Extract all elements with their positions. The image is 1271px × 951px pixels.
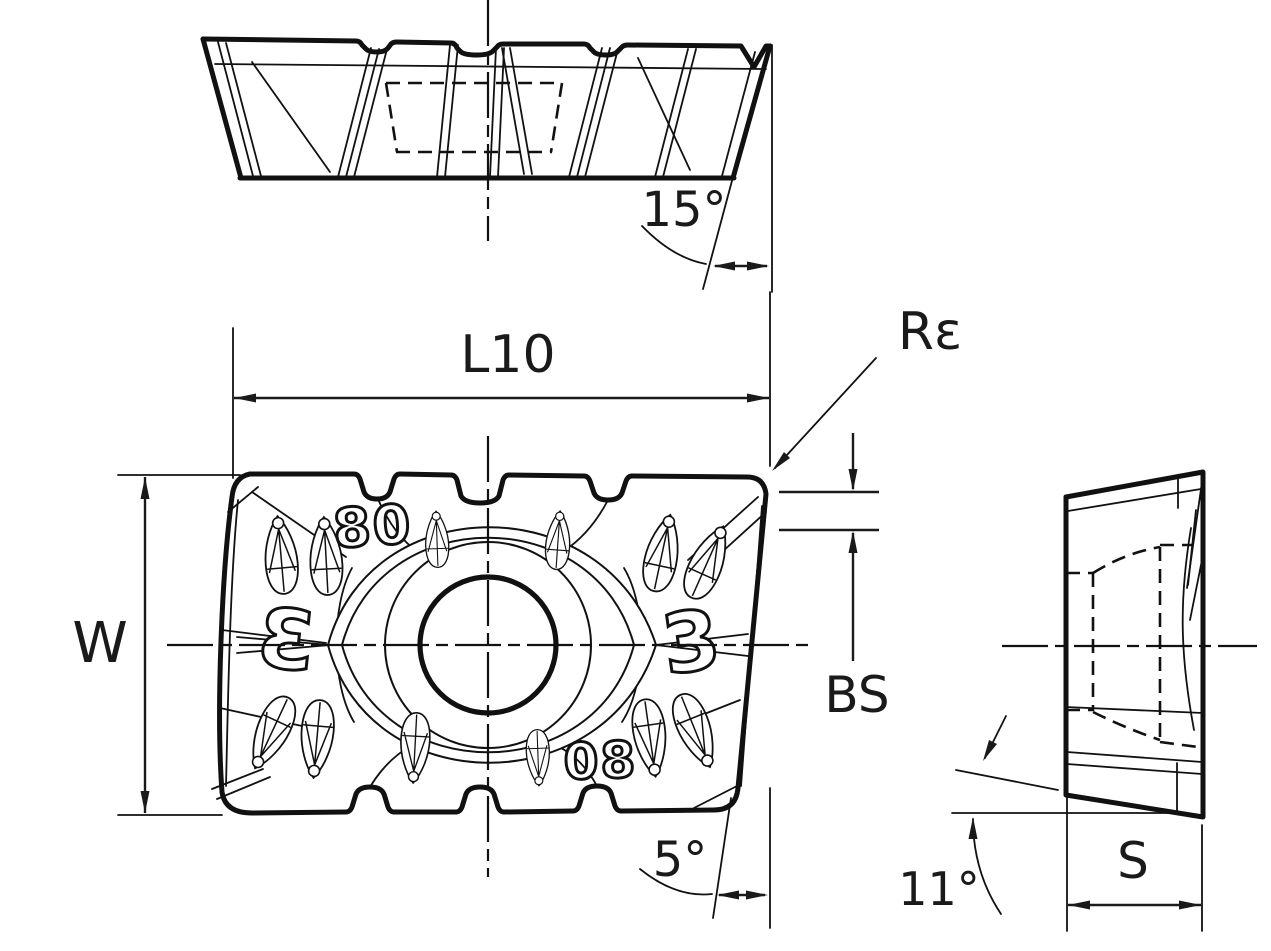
- label-insert-width: W: [72, 611, 127, 676]
- label-axial-relief-angle: 15°: [641, 182, 726, 238]
- side-view-outline: [1063, 469, 1206, 820]
- label-corner-radius: Rε: [898, 302, 962, 362]
- top-view: [200, 0, 773, 241]
- inscription-80: 80: [331, 492, 414, 560]
- inscription-08: 08: [563, 731, 639, 792]
- dim-width-W: W: [72, 474, 241, 816]
- label-thickness: S: [1117, 832, 1149, 890]
- corner-radius-callout: Rε: [772, 302, 962, 471]
- angle-annotation-15: 15°: [641, 44, 773, 293]
- angle-annotation-11: 11°: [898, 715, 1172, 916]
- dim-length-L10: L10: [232, 291, 771, 479]
- side-view: [1002, 469, 1257, 820]
- front-view: 80 3 3 08: [167, 436, 809, 877]
- dim-thickness-S: S: [1066, 796, 1203, 932]
- label-clearance-angle: 11°: [898, 862, 980, 916]
- hidden-hole-side-view: [1066, 543, 1199, 749]
- hidden-hole-top-view: [384, 81, 564, 154]
- label-corner-lead-angle: 5°: [653, 832, 708, 888]
- label-insert-length: L10: [460, 325, 555, 385]
- label-wiper-offset: BS: [824, 666, 889, 724]
- inscription-3-mirrored: 3: [251, 590, 320, 691]
- angle-annotation-5: 5°: [639, 787, 771, 929]
- top-view-top-edge: [200, 36, 773, 70]
- dim-wiper-BS: BS: [779, 433, 890, 724]
